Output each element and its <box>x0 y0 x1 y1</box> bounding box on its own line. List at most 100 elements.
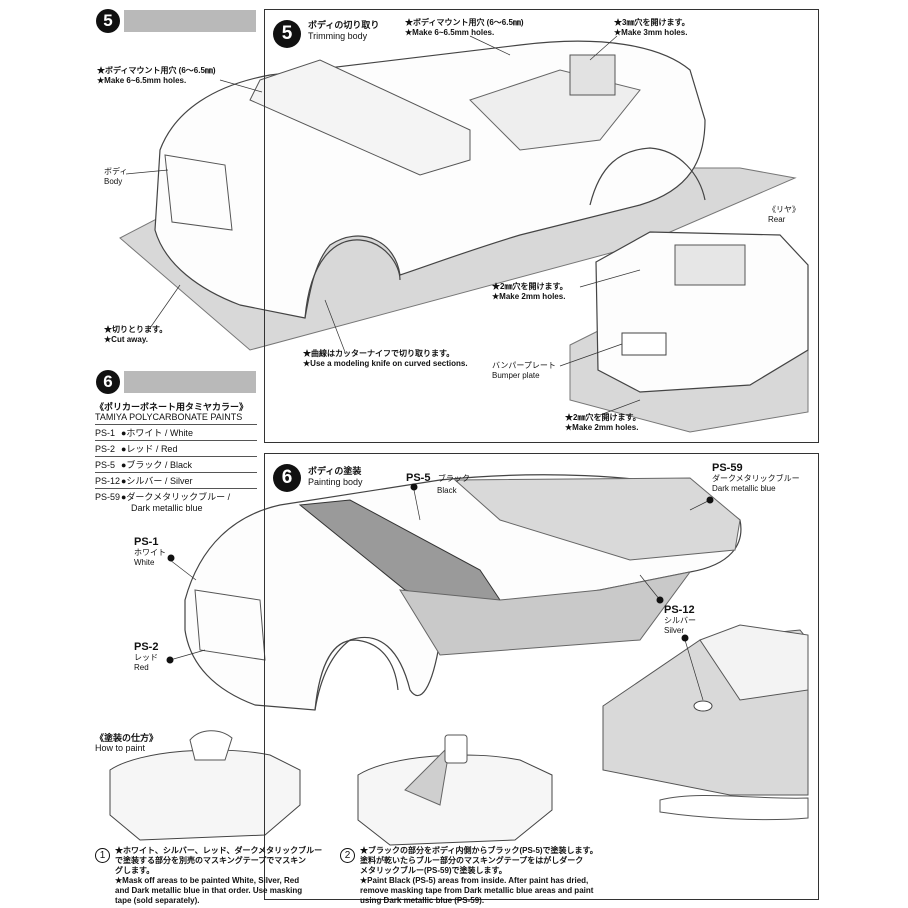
grille-outline-step6 <box>194 589 266 661</box>
step6-badge-left: 6 <box>96 370 120 394</box>
hole2a-jp: ★2㎜穴を開けます。 <box>492 282 568 291</box>
ps59-callout: PS-59 ダークメタリックブルー Dark metallic blue <box>712 462 800 494</box>
instruction-2-jp-0: ★ブラックの部分をボディ内側からブラック(PS-5)で塗装します。 <box>360 846 598 855</box>
leader-lines-step6 <box>169 489 711 701</box>
silver-mount-post <box>693 700 713 712</box>
bumper-en: Bumper plate <box>492 371 540 380</box>
instruction-2-en-2: using Dark metallic blue (PS-59). <box>360 896 485 905</box>
hole2b-jp: ★2㎜穴を開けます。 <box>565 413 641 422</box>
rear-wheel-arch-step5 <box>589 147 706 206</box>
paint-code-1: PS-2 <box>95 444 116 454</box>
step5-bar-left <box>124 10 256 32</box>
paint-name-4-line2: Dark metallic blue <box>131 503 203 513</box>
hole2a-en: ★Make 2mm holes. <box>492 292 566 301</box>
cabin-outline-step5 <box>249 59 471 176</box>
instruction-1-en-1: and Dark metallic blue in that order. Us… <box>115 886 303 895</box>
hole3-jp: ★3㎜穴を開けます。 <box>614 18 690 27</box>
paint-row-3: PS-12●シルバー / Silver <box>95 473 257 489</box>
instruction-2-jp-1: 塗料が乾いたらブルー部分のマスキングテープをはがしダーク <box>360 856 584 865</box>
ps59-code: PS-59 <box>712 462 743 474</box>
body-mount-top-en: ★Make 6~6.5mm holes. <box>405 28 495 37</box>
instruction-2-en-0: ★Paint Black (PS-5) areas from inside. A… <box>360 876 589 885</box>
howto-jp: 《塗装の仕方》 <box>95 733 159 743</box>
paint-code-0: PS-1 <box>95 428 116 438</box>
instruction-2-en-1: remove masking tape from Dark metallic b… <box>360 886 594 895</box>
rear-label: 《リヤ》 Rear <box>768 205 800 225</box>
ps2-en: Red <box>134 663 149 672</box>
hole2b-en: ★Make 2mm holes. <box>565 423 639 432</box>
paint-row-1: PS-2●レッド / Red <box>95 441 257 457</box>
ps5-jp: ブラック <box>437 474 470 483</box>
paint-row-0: PS-1 ●ホワイト / White <box>95 425 257 441</box>
masking-hand <box>189 730 233 761</box>
paint-name-3: ●シルバー / Silver <box>121 476 193 486</box>
step5-badge: 5 <box>273 20 301 48</box>
hole3-en: ★Make 3mm holes. <box>614 28 688 37</box>
how-to-paint-heading: 《塗装の仕方》 How to paint <box>95 733 158 753</box>
ps1-callout: PS-1 ホワイト White <box>134 536 166 568</box>
ps5-code: PS-5 <box>406 472 431 484</box>
paint-code-2: PS-5 <box>95 460 116 470</box>
spray-cone <box>404 743 451 806</box>
instruction-2: 2 ★ブラックの部分をボディ内側からブラック(PS-5)で塗装します。 塗料が乾… <box>340 846 620 906</box>
ps12-callout: PS-12 シルバー Silver <box>664 604 696 636</box>
ps2-jp: レッド <box>134 653 158 662</box>
lower-tray-step6 <box>399 571 692 656</box>
body-label-en: Body <box>104 177 123 186</box>
step5-badge-left: 5 <box>96 9 120 33</box>
instruction-1-jp-1: で塗装する部分を別売のマスキングテープでマスキン <box>115 856 307 865</box>
ps59-en: Dark metallic blue <box>712 484 776 493</box>
howto-en: How to paint <box>95 743 146 753</box>
paint-dots <box>166 483 714 664</box>
ps1-en: White <box>134 558 155 567</box>
ps59-jp: ダークメタリックブルー <box>712 474 800 483</box>
body-mount-label-left: ★ボディマウント用穴 (6〜6.5㎜) ★Make 6~6.5mm holes. <box>97 66 216 86</box>
ps5-en: Black <box>437 486 457 495</box>
instruction-1-jp-2: グします。 <box>115 866 155 875</box>
cut-away-en: ★Cut away. <box>104 335 148 344</box>
knife-label: ★曲線はカッターナイフで切り取ります。 ★Use a modeling knif… <box>303 349 468 369</box>
ps5-callout: PS-5 ブラック Black <box>406 468 470 496</box>
step5-title: ボディの切り取り Trimming body <box>308 18 379 41</box>
instruction-1-en-2: tape (sold separately). <box>115 896 200 905</box>
body-mount-left-jp: ★ボディマウント用穴 (6〜6.5㎜) <box>97 66 216 75</box>
ps2-callout: PS-2 レッド Red <box>134 641 158 673</box>
ps1-jp: ホワイト <box>134 548 166 557</box>
paint-row-4: PS-59●ダークメタリックブルー / Dark metallic blue <box>95 489 257 514</box>
step5-panel <box>264 9 819 443</box>
paints-box: 《ポリカーボネート用タミヤカラー》 TAMIYA POLYCARBONATE P… <box>95 402 257 514</box>
bumper-jp: バンパープレート <box>492 361 556 370</box>
instruction-2-number: 2 <box>340 848 355 863</box>
paints-title-en: TAMIYA POLYCARBONATE PAINTS <box>95 412 257 425</box>
ps12-code: PS-12 <box>664 604 695 616</box>
paint-code-4: PS-59 <box>95 492 121 502</box>
step6-title-en: Painting body <box>308 477 363 487</box>
body-mount-label-top: ★ボディマウント用穴 (6〜6.5㎜) ★Make 6~6.5mm holes. <box>405 18 524 38</box>
step6-title-jp: ボディの塗装 <box>308 466 362 476</box>
step5-title-en: Trimming body <box>308 31 368 41</box>
knife-en: ★Use a modeling knife on curved sections… <box>303 359 468 368</box>
leader-lines-step5 <box>125 35 641 416</box>
cut-away-jp: ★切りとります。 <box>104 325 168 334</box>
hand-outline-detail <box>659 795 809 821</box>
body-mount-top-jp: ★ボディマウント用穴 (6〜6.5㎜) <box>405 18 524 27</box>
bumper-label: バンパープレート Bumper plate <box>492 361 556 381</box>
spray-can <box>444 734 468 764</box>
rear-jp: 《リヤ》 <box>768 205 800 214</box>
paint-name-0: ●ホワイト / White <box>121 428 193 438</box>
step6-badge: 6 <box>273 464 301 492</box>
spraying-illustration <box>357 754 553 846</box>
instruction-1-number: 1 <box>95 848 110 863</box>
ps1-code: PS-1 <box>134 536 159 548</box>
knife-jp: ★曲線はカッターナイフで切り取ります。 <box>303 349 455 358</box>
rear-mount-blocks <box>674 244 746 286</box>
detail-deck <box>699 624 809 701</box>
step6-title: ボディの塗装 Painting body <box>308 464 363 487</box>
paints-title-jp: 《ポリカーボネート用タミヤカラー》 <box>95 402 249 412</box>
hole2b-label: ★2㎜穴を開けます。 ★Make 2mm holes. <box>565 413 641 433</box>
paint-name-2: ●ブラック / Black <box>121 460 192 470</box>
grille-outline-step5 <box>164 154 233 231</box>
hole2a-label: ★2㎜穴を開けます。 ★Make 2mm holes. <box>492 282 568 302</box>
body-label: ボディ Body <box>104 167 127 187</box>
front-wheel-arch-step6 <box>314 639 399 711</box>
